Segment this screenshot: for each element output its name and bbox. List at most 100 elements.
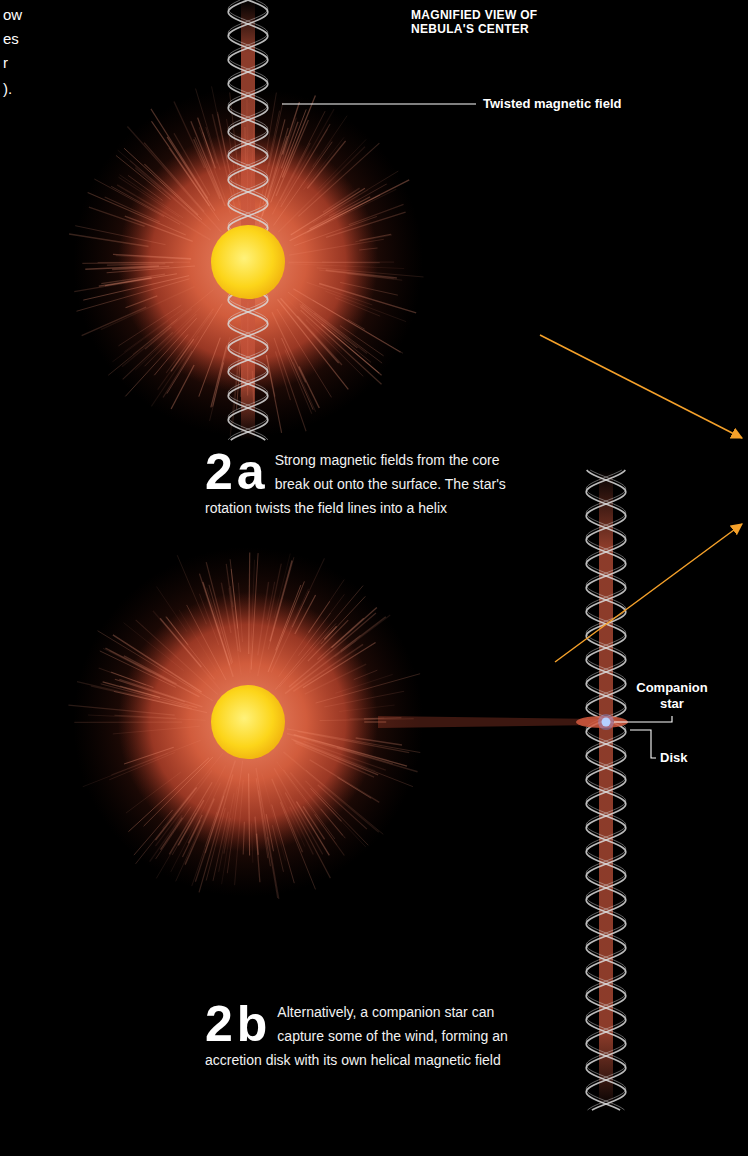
nebula-ray (279, 789, 305, 847)
companion-glow (598, 714, 614, 730)
nebula-ray (174, 133, 210, 195)
nebula-ray (326, 270, 397, 278)
nebula-ray (161, 818, 183, 850)
nebula-ray (128, 758, 209, 832)
helix-strand (228, 0, 268, 440)
nebula-ray (82, 307, 147, 336)
nebula-ray (89, 207, 145, 226)
nebula-ray (303, 137, 344, 190)
nebula-ray (113, 254, 191, 258)
nebula-ray (305, 664, 366, 694)
nebula-ray (256, 778, 268, 858)
nebula-ray (299, 304, 371, 362)
nebula-ray (301, 310, 382, 384)
nebula-ray (250, 560, 255, 673)
nebula-ray (124, 309, 182, 351)
nebula-ray (113, 726, 200, 734)
callout-label: Disk (660, 750, 687, 766)
nebula-ray (75, 226, 165, 245)
central-star (211, 685, 285, 759)
nebula-ray (136, 788, 196, 864)
nebula-ray (108, 319, 177, 375)
nebula-ray (251, 824, 252, 863)
nebula-ray (162, 753, 223, 828)
nebula-ray (289, 262, 380, 264)
nebula-ray (265, 118, 296, 212)
nebula-ray (74, 278, 152, 291)
helix-strand (228, 0, 268, 440)
nebula-ray (136, 620, 218, 695)
nebula-ray (292, 591, 309, 627)
nebula-ray (308, 620, 348, 661)
nebula-ray (323, 188, 360, 212)
nebula-ray (275, 586, 363, 690)
nebula-ray (291, 188, 365, 235)
nebula-ray (258, 582, 269, 655)
nebula-ray (262, 773, 286, 860)
nebula-ray (83, 753, 168, 786)
nebula-ray (69, 234, 149, 246)
nebula-ray (272, 825, 283, 872)
nebula-ray (266, 355, 281, 433)
nebula-ray (107, 266, 195, 273)
nebula-ray (100, 651, 176, 687)
nebula-ray (319, 797, 366, 847)
nebula-ray (285, 350, 312, 414)
step-block: 2aStrong magnetic fields from the core b… (205, 448, 515, 520)
nebula-ray (360, 234, 391, 240)
nebula-ray (321, 809, 346, 838)
nebula-halo (73, 547, 423, 897)
text-fragment: ). (3, 80, 12, 98)
nebula-ray (271, 558, 324, 672)
nebula-ray (199, 775, 233, 893)
nebula-ray (289, 239, 384, 255)
nebula-ray (163, 351, 192, 398)
nebula-ray (144, 164, 198, 215)
nebula-ray (288, 264, 405, 269)
nebula-ray (119, 679, 202, 707)
nebula-ray (88, 192, 186, 235)
nebula-ray (155, 787, 196, 840)
nebula-ray (356, 738, 402, 745)
nebula-ray (290, 589, 308, 630)
nebula-ray (277, 309, 332, 397)
nebula-ray (74, 721, 182, 723)
nebula-ray (101, 684, 189, 707)
central-star (211, 225, 285, 299)
nebula-ray (285, 793, 330, 879)
nebula-ray (198, 118, 216, 169)
nebula-ray (354, 670, 378, 679)
nebula-ray (305, 189, 396, 234)
nebula-ray (359, 248, 377, 250)
nebula-ray (195, 137, 220, 196)
nebula-ray (294, 216, 377, 245)
nebula-ray (133, 290, 214, 355)
nebula-ray (307, 195, 380, 232)
nebula-ray (340, 282, 398, 295)
nebula-ray (306, 319, 363, 376)
nebula-ray (124, 656, 177, 684)
nebula-ray (325, 291, 406, 321)
nebula-ray (210, 337, 230, 421)
nebula-ray (120, 686, 197, 708)
helix-strand (586, 470, 626, 1110)
nebula-ray (124, 148, 202, 220)
wind-stream (378, 716, 600, 728)
nebula-ray (88, 715, 206, 720)
nebula-ray (256, 768, 279, 899)
text-fragment: es (3, 30, 19, 48)
nebula-ray (98, 631, 213, 701)
nebula-ray (285, 617, 386, 694)
nebula-ray (77, 682, 192, 709)
step-number: 2b (205, 1000, 271, 1048)
nebula-ray (177, 555, 206, 624)
nebula-ray (111, 740, 200, 775)
nebula-ray (226, 564, 238, 651)
nebula-ray (324, 691, 404, 707)
nebula-ray (282, 96, 315, 178)
nebula-ray (340, 326, 384, 356)
heading: MAGNIFIED VIEW OF NEBULA'S CENTER (411, 8, 561, 36)
nebula-ray (82, 262, 173, 264)
nebula-ray (349, 204, 404, 224)
nebula-ray (176, 783, 221, 882)
